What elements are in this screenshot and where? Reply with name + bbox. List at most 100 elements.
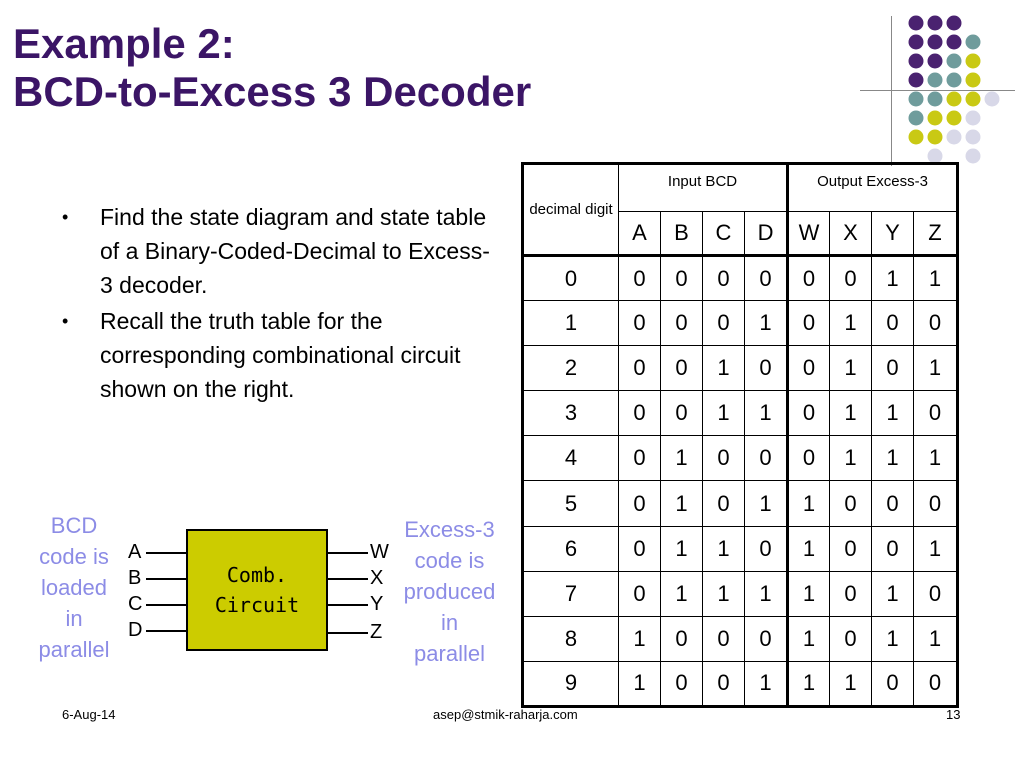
page-number: 13 xyxy=(946,707,961,722)
input-cell: 0 xyxy=(743,345,789,392)
excess3-caption-line: produced xyxy=(403,579,496,604)
input-cell: 1 xyxy=(743,480,789,527)
output-cell: 0 xyxy=(913,480,959,527)
decimal-cell: 1 xyxy=(522,300,619,347)
bullet-list: • Find the state diagram and state table … xyxy=(62,200,502,408)
output-excess3-header: Output Excess-3 xyxy=(786,163,959,212)
input-cell: 1 xyxy=(660,480,703,527)
output-pin-label: W xyxy=(370,541,389,563)
output-cell: 0 xyxy=(786,390,831,437)
excess3-caption-line: parallel xyxy=(414,641,485,666)
output-cell: 0 xyxy=(829,525,873,572)
decorative-dot xyxy=(965,34,981,50)
output-cell: 0 xyxy=(871,300,915,347)
decorative-dot xyxy=(946,129,962,145)
excess3-caption-line: in xyxy=(440,610,459,635)
input-cell: 0 xyxy=(743,254,789,302)
bullet-item: • Find the state diagram and state table … xyxy=(62,200,502,302)
decorative-dot xyxy=(927,110,943,126)
decorative-dot xyxy=(908,110,924,126)
input-cell: 1 xyxy=(660,570,703,617)
decorative-dot xyxy=(927,91,943,107)
decorative-dot xyxy=(927,72,943,88)
decorative-dot xyxy=(927,15,943,31)
output-cell: 0 xyxy=(913,300,959,347)
output-cell: 1 xyxy=(913,525,959,572)
output-cell: 1 xyxy=(829,435,873,482)
decorative-dot xyxy=(927,129,943,145)
output-cell: 0 xyxy=(913,570,959,617)
input-pin-label: B xyxy=(128,567,142,589)
output-cell: 0 xyxy=(829,254,873,302)
output-cell: 1 xyxy=(829,390,873,437)
decorative-horizontal-line xyxy=(860,90,1015,91)
bcd-caption-line: in xyxy=(65,606,83,631)
decimal-cell: 3 xyxy=(522,390,619,437)
output-cell: 0 xyxy=(786,435,831,482)
output-cell: 0 xyxy=(913,390,959,437)
input-cell: 1 xyxy=(660,525,703,572)
input-cell: 0 xyxy=(702,300,745,347)
output-cell: 1 xyxy=(913,254,959,302)
output-cell: 1 xyxy=(871,435,915,482)
decorative-dot xyxy=(908,53,924,69)
output-cell: 1 xyxy=(871,570,915,617)
decorative-dot xyxy=(965,110,981,126)
decorative-dot xyxy=(965,91,981,107)
circuit-label-line-1: Comb. xyxy=(226,563,288,587)
input-pin-label: D xyxy=(128,619,143,641)
decimal-cell: 9 xyxy=(522,660,619,708)
excess3-caption-line: Excess-3 xyxy=(404,517,495,542)
circuit-label-line-2: Circuit xyxy=(214,593,300,617)
output-cell: 0 xyxy=(829,480,873,527)
bullet-text: Find the state diagram and state table o… xyxy=(100,204,490,298)
output-cell: 0 xyxy=(871,525,915,572)
input-cell: 0 xyxy=(660,390,703,437)
output-cell: 1 xyxy=(871,390,915,437)
input-cell: 0 xyxy=(618,390,661,437)
title-line-1: Example 2: xyxy=(13,20,235,67)
output-cell: 1 xyxy=(871,615,915,662)
output-cell: 0 xyxy=(829,615,873,662)
decorative-dot xyxy=(965,72,981,88)
input-cell: 0 xyxy=(660,254,703,302)
output-bit-header: X xyxy=(829,211,873,256)
output-wire xyxy=(326,632,368,634)
output-cell: 0 xyxy=(829,570,873,617)
decorative-dot xyxy=(946,72,962,88)
decorative-dot xyxy=(927,53,943,69)
decorative-dot xyxy=(908,15,924,31)
input-cell: 0 xyxy=(702,435,745,482)
decimal-digit-header: decimal digit xyxy=(522,163,619,257)
output-cell: 1 xyxy=(829,300,873,347)
decimal-cell: 8 xyxy=(522,615,619,662)
input-cell: 0 xyxy=(702,254,745,302)
decimal-cell: 7 xyxy=(522,570,619,617)
input-cell: 0 xyxy=(618,254,661,302)
output-wire xyxy=(326,552,368,554)
decimal-cell: 0 xyxy=(522,254,619,302)
decorative-dot xyxy=(946,15,962,31)
input-cell: 0 xyxy=(618,480,661,527)
input-bit-header: A xyxy=(618,211,661,256)
bullet-icon: • xyxy=(62,207,69,227)
output-cell: 0 xyxy=(871,480,915,527)
bcd-caption-line: parallel xyxy=(38,637,110,662)
bullet-text: Recall the truth table for the correspon… xyxy=(100,308,461,402)
bcd-caption-line: BCD xyxy=(50,513,98,538)
decorative-dot xyxy=(908,91,924,107)
output-cell: 0 xyxy=(786,300,831,347)
input-cell: 1 xyxy=(702,390,745,437)
decimal-cell: 6 xyxy=(522,525,619,572)
input-cell: 1 xyxy=(660,435,703,482)
output-cell: 1 xyxy=(913,435,959,482)
footer-email: asep@stmik-raharja.com xyxy=(433,707,578,722)
decorative-dot xyxy=(908,129,924,145)
input-cell: 0 xyxy=(618,525,661,572)
